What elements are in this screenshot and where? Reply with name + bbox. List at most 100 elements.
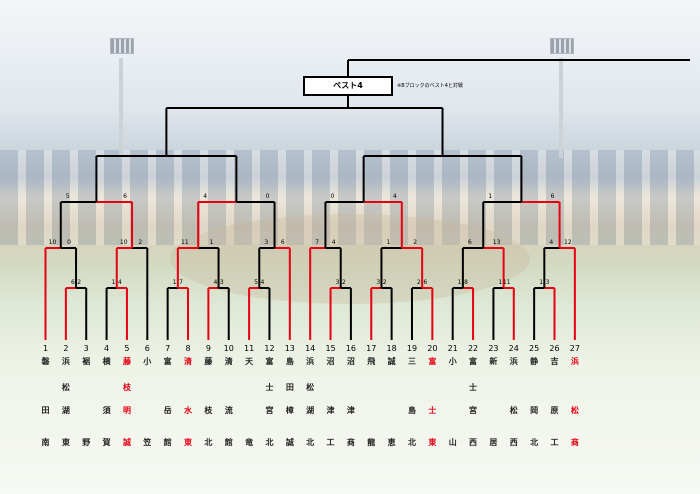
team-number: 20 — [427, 344, 438, 353]
team-name-char: 富 — [163, 357, 172, 366]
team-name-char: 竜 — [245, 438, 254, 447]
team-name-char: 東 — [428, 438, 437, 447]
team-name-char: 富 — [428, 357, 437, 366]
team-name-char: 浜 — [61, 357, 70, 366]
team-name-char: 士 — [428, 406, 437, 415]
match-score: 4 — [549, 239, 554, 246]
match-score: 11 — [502, 279, 511, 286]
team-number: 14 — [305, 344, 316, 353]
team-name-char: 湖 — [61, 406, 70, 415]
match-score: 3 — [545, 279, 550, 286]
team-name-char: 枝 — [122, 383, 131, 392]
team-name-char: 清 — [224, 357, 233, 366]
background-stands — [0, 150, 700, 245]
team-name-char: 北 — [204, 438, 213, 447]
team-name-char: 明 — [122, 406, 131, 415]
team-name-char: 西 — [469, 438, 478, 447]
match-score: 2 — [382, 279, 387, 286]
match-score: 0 — [67, 239, 71, 246]
team-name-char: 静 — [530, 357, 539, 366]
team-name-char: 誠 — [387, 357, 396, 366]
team-name-char: 山 — [448, 438, 457, 447]
team-name-char: 浜 — [570, 357, 579, 366]
team-name-char: 野 — [82, 438, 91, 447]
team-number: 17 — [366, 344, 377, 353]
match-score: 3 — [219, 279, 224, 286]
team-name-char: 龍 — [367, 438, 376, 447]
team-name-char: 湖 — [306, 406, 315, 415]
match-score: 1 — [539, 279, 544, 286]
team-name-char: 新 — [489, 357, 498, 366]
match-score: 4 — [203, 193, 208, 200]
team-number: 1 — [42, 344, 49, 353]
team-name-char: 宮 — [469, 406, 478, 415]
team-name-char: 田 — [41, 406, 50, 415]
match-score: 1 — [111, 279, 116, 286]
team-name-char: 横 — [102, 357, 111, 366]
match-score: 8 — [464, 279, 468, 286]
team-number: 10 — [223, 344, 234, 353]
team-number: 7 — [165, 344, 171, 353]
match-score: 3 — [376, 279, 381, 286]
team-name-char: 東 — [61, 438, 70, 447]
match-score: 4 — [331, 239, 336, 246]
team-name-char: 商 — [570, 438, 579, 447]
team-name-char: 恵 — [387, 438, 396, 447]
team-name-char: 西 — [509, 438, 518, 447]
match-score: 3 — [264, 239, 269, 246]
team-name-char: 工 — [326, 438, 335, 447]
team-name-char: 原 — [550, 406, 559, 415]
team-number: 26 — [549, 344, 560, 353]
match-score: 3 — [335, 279, 340, 286]
team-name-char: 岳 — [163, 406, 172, 415]
team-name-char: 浜 — [306, 357, 315, 366]
team-name-char: 北 — [407, 438, 416, 447]
team-name-char: 磐 — [41, 357, 50, 366]
match-score: 0 — [265, 193, 270, 200]
team-name-char: 松 — [306, 383, 315, 392]
team-number: 18 — [386, 344, 397, 353]
team-name-char: 浜 — [509, 357, 518, 366]
match-score: 2 — [77, 279, 82, 286]
match-score: 4 — [118, 279, 122, 286]
team-name-char: 裾 — [82, 357, 91, 366]
match-score: 10 — [119, 239, 128, 246]
match-score: 2 — [138, 239, 143, 246]
team-name-char: 水 — [184, 406, 193, 415]
team-name-char: 居 — [489, 438, 498, 447]
team-name-char: 飛 — [367, 357, 376, 366]
team-number: 21 — [447, 344, 458, 353]
match-score: 6 — [467, 239, 472, 246]
team-number: 6 — [144, 344, 150, 353]
match-score: 1 — [498, 279, 503, 286]
team-name-char: 北 — [530, 438, 539, 447]
match-score: 10 — [48, 239, 57, 246]
title-note: ※Bブロックのベスト4と対戦 — [397, 83, 463, 89]
match-score: 4 — [392, 193, 397, 200]
match-score: 5 — [254, 279, 258, 286]
team-name-char: 南 — [41, 438, 50, 447]
team-name-char: 清 — [184, 357, 193, 366]
stadium-light-left-icon — [110, 38, 134, 54]
team-name-char: 士 — [265, 383, 274, 392]
team-number: 4 — [104, 344, 110, 353]
team-number: 23 — [488, 344, 499, 353]
match-score: 2 — [413, 239, 418, 246]
team-name-char: 島 — [285, 357, 294, 366]
match-score: 1 — [209, 239, 214, 246]
team-number: 27 — [569, 344, 580, 353]
match-score: 7 — [179, 279, 183, 286]
match-score: 11 — [181, 239, 189, 246]
team-name-char: 東 — [184, 438, 193, 447]
match-score: 7 — [315, 239, 320, 246]
stadium-light-right-icon — [550, 38, 574, 54]
match-score: 2 — [417, 279, 421, 286]
team-name-char: 士 — [469, 383, 478, 392]
team-name-char: 松 — [509, 406, 518, 415]
team-name-char: 天 — [245, 357, 254, 366]
match-score: 0 — [330, 193, 335, 200]
team-name-char: 誠 — [285, 438, 294, 447]
team-number: 13 — [284, 344, 295, 353]
team-name-char: 流 — [224, 406, 233, 415]
